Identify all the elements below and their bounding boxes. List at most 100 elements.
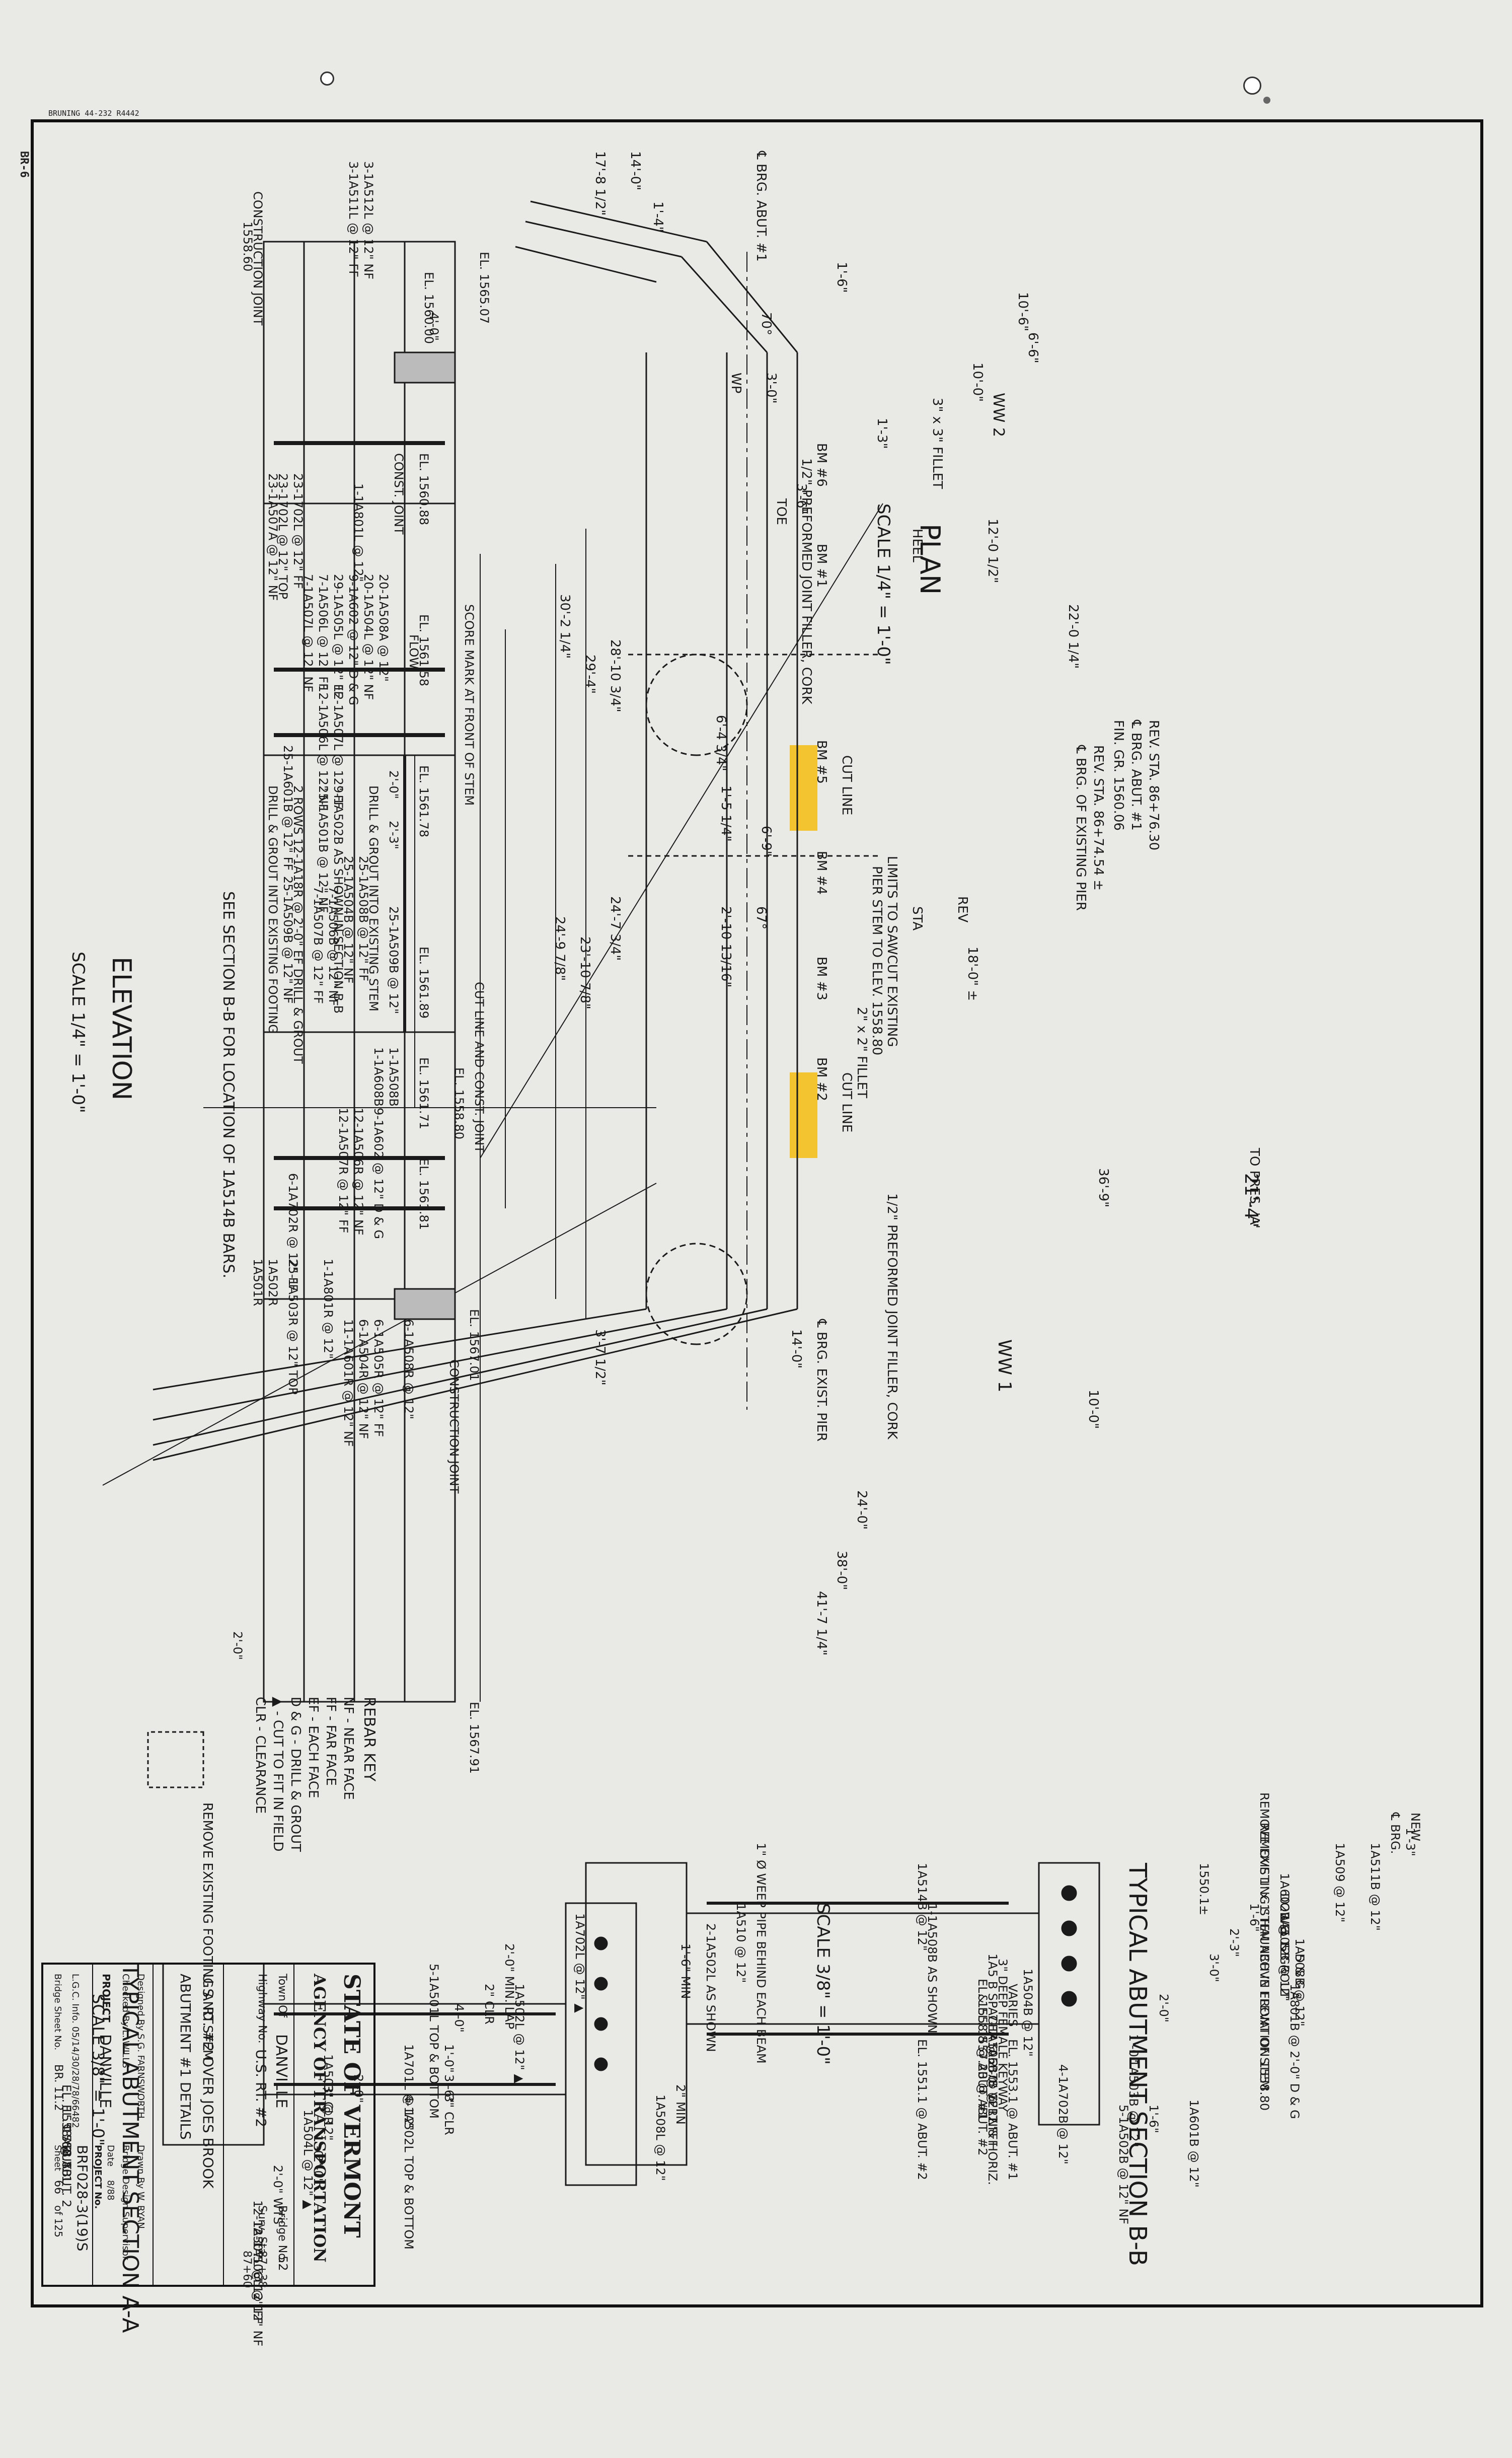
brg-pier: ℄ BRG. OF EXISTING PIER (1073, 745, 1088, 911)
aa-note: EL. 1558.80 (59, 2105, 73, 2177)
checked-by: Checked By L. WILLS (120, 1974, 131, 2068)
rebar-label: 7-1A507B @ 12" FF (311, 886, 325, 1004)
bb-note: 1A602B @ 12" (1277, 1873, 1292, 1961)
aa-note: 4'-0" (452, 2004, 466, 2033)
preformed-filler-2: 1/2" PREFORMED JOINT FILLER, CORK (884, 1193, 899, 1440)
rebar-label: 1-1A508B (387, 1047, 401, 1107)
rebar-label: 9-1A502B AS SHOWN IN SECTION B-B (331, 785, 345, 1014)
aa-note: EL. 1558.60 (59, 2084, 73, 2156)
bridge-sheet-label: Bridge Sheet No. (52, 1974, 63, 2050)
punch-hole (1243, 77, 1261, 95)
sta-label: STA (910, 906, 925, 930)
aa-note: 12-1A507L @ 12" FF (251, 2200, 265, 2324)
cut-line-1: CUT LINE (839, 755, 854, 815)
plan-dim: 3'-7 1/2" (592, 1329, 608, 1386)
beam-5: BM #5 (814, 740, 829, 784)
bb-dim: 2'-0" (1157, 1994, 1171, 2022)
project-name: DANVILLE (96, 2034, 114, 2108)
designed-by: Designed By S.G. FARNSWORTH (135, 1974, 146, 2119)
section-bb-title: TYPICAL ABUTMENT SECTION B-B (1123, 1862, 1152, 2266)
preformed-filler-1: 1/2" PREFORMED JOINT FILLER, CORK (799, 458, 814, 705)
title-block: STATE OF VERMONT AGENCY OF TRANSPORTATIO… (41, 1963, 375, 2288)
plan-dim: 14'-0" (628, 151, 643, 190)
el-1561-58: EL. 1561.58 (417, 614, 431, 686)
date-label: Date (105, 2145, 116, 2166)
bb-note: EL. 1558.8 @ ABUT. #1 (975, 1979, 990, 2120)
project-no-label: PROJECT No. (93, 2145, 103, 2209)
project-label: PROJECT (100, 1974, 112, 2022)
two-rows-note: 2 ROWS 12-1A18R @ 2'-0" EF DRILL & GROUT (291, 785, 305, 1064)
plan-title: PLAN (914, 524, 946, 595)
plan-dim: 67° (753, 906, 769, 929)
section-aa-scale: SCALE 3/8" = 1'-0" (89, 1994, 108, 2146)
bb-note: 5-1A502B @ 12" NF (1116, 2105, 1130, 2224)
aa-note: ℄ ABUT. 1 (59, 2124, 73, 2183)
date-value: 8/88 (105, 2180, 116, 2200)
section-aa (162, 1902, 637, 2186)
rebar-label: 25-1A509B @ 12" (387, 906, 401, 1014)
rebar-label: 25-1A503R @ 12" TOP (286, 1259, 300, 1395)
plan-dim: 2'-10 13/16" (718, 906, 733, 987)
bb-dim: 2'-3" (1227, 1928, 1241, 1957)
bb-dim: 1'-6" (1147, 2105, 1161, 2133)
bb-note: EL. 1551.1 @ ABUT. #2 (915, 2039, 929, 2180)
rebar-label: 20-1A504L @ 12" NF (361, 574, 375, 700)
bb-dim: 1'-0" (1126, 2034, 1141, 2063)
plan-dim: 29'-4" (582, 655, 597, 694)
aa-note: 12-1A506L @ 12" NF (251, 2220, 265, 2346)
bb-note: 1A508B @ 12" (1293, 1938, 1307, 2027)
elev-dim: 4'-0" (427, 312, 441, 341)
rebar-label: 12-1A506R @ 12" NF (351, 1108, 365, 1236)
cut-line-const: CUT LINE AND CONST. JOINT (472, 982, 486, 1153)
plan-dim: 41'-7 1/4" (814, 1591, 829, 1655)
aa-note: 1A504L @ 12" ▲ (301, 2110, 315, 2209)
elevation-view (263, 241, 481, 1703)
aa-note: 2'-0" WTS (271, 2165, 285, 2224)
aa-note: 2-1A502L AS SHOWN (704, 1923, 718, 2052)
bb-note: 3" DEEP FEMALE KEYWAY (996, 1959, 1010, 2112)
plan-dim: 28'-10 3/4" (608, 639, 623, 712)
cut-line-highlight (790, 745, 817, 831)
aa-note: 3" CLR (442, 2094, 456, 2135)
rebar-label: 9-1A602 @ 12" D & G (346, 574, 360, 705)
plan-dim: 36'-9" (1096, 1168, 1111, 1207)
section-aa-labels: TYPICAL ABUTMENT SECTION A-A SCALE 3/8" … (59, 1843, 768, 2346)
plan-dim: 24'-7 3/4" (608, 896, 623, 961)
bb-note: 1A5 B SPACER @ 2'-0" VERT. & HORIZ. (986, 1954, 1000, 2185)
rebar-label: 7-1A506B @ 12" NF (326, 886, 340, 1006)
beam-6: BM #6 (814, 443, 829, 487)
lgc-info: L.G.C. Info. 05/14/30/28/78/66482 (70, 1974, 81, 2128)
bb-dim: 1'-6" (1247, 1903, 1261, 1932)
bb-note: EL. 1553.1 @ ABUT. #1 (1006, 2039, 1020, 2180)
description-1: U.S. RT. #2 OVER JOES BROOK (200, 1974, 216, 2189)
rebar-label: 1A501R (251, 1259, 265, 1306)
bb-note: DOWEL & GROUT (1277, 1893, 1292, 1999)
elev-dim: 2'-3" (387, 821, 401, 849)
see-section-note: SEE SECTION B-B FOR LOCATION OF 1A514B B… (219, 891, 237, 1278)
description-2: ABUTMENT #1 DETAILS (177, 1974, 194, 2140)
elev-dim: 2'-0" (231, 1631, 245, 1660)
rebar-label: 6-1A505R @ 12" FF (371, 1319, 386, 1437)
bb-note: 1'-3" (1403, 1828, 1417, 1856)
rebar-label: 7-1A506L @ 12" FF (316, 574, 330, 690)
aa-note: 1A702L @ 12" ▲ (573, 1913, 587, 2013)
survey-sta: 87+38 (256, 2251, 268, 2288)
bb-note: & EL. 1557.20 @ ABUT. #2 (975, 1994, 990, 2156)
aa-note: 1'-0" (311, 2135, 325, 2163)
aa-note: 2'-0" (311, 2155, 325, 2184)
heel-label: HEEL (910, 529, 925, 562)
bridge-no: 52 (276, 2256, 290, 2271)
plan-dim: 24'-0" (854, 1490, 869, 1530)
construction-joint-1: CONSTRUCTION JOINT (251, 191, 265, 326)
aa-note: @ ABUT. 2 (59, 2145, 73, 2207)
rebar-label: 25-1A509B @ 12" NF (281, 876, 295, 1003)
aa-note: 3" CLR (321, 2084, 335, 2125)
bb-note: 1A601B @ 12" (1187, 2100, 1201, 2188)
rebar-label: 25-1A501B @ 12" NF (316, 785, 330, 913)
plan-dim: 14'-0" (789, 1329, 804, 1368)
aa-note: 2'-0" MIN. LAP (502, 1943, 516, 2029)
agency-line-1: STATE OF VERMONT (339, 1974, 364, 2238)
aa-note: 2'-0" (351, 2074, 365, 2103)
plan-dim: 6'-4 3/4" (713, 715, 728, 771)
